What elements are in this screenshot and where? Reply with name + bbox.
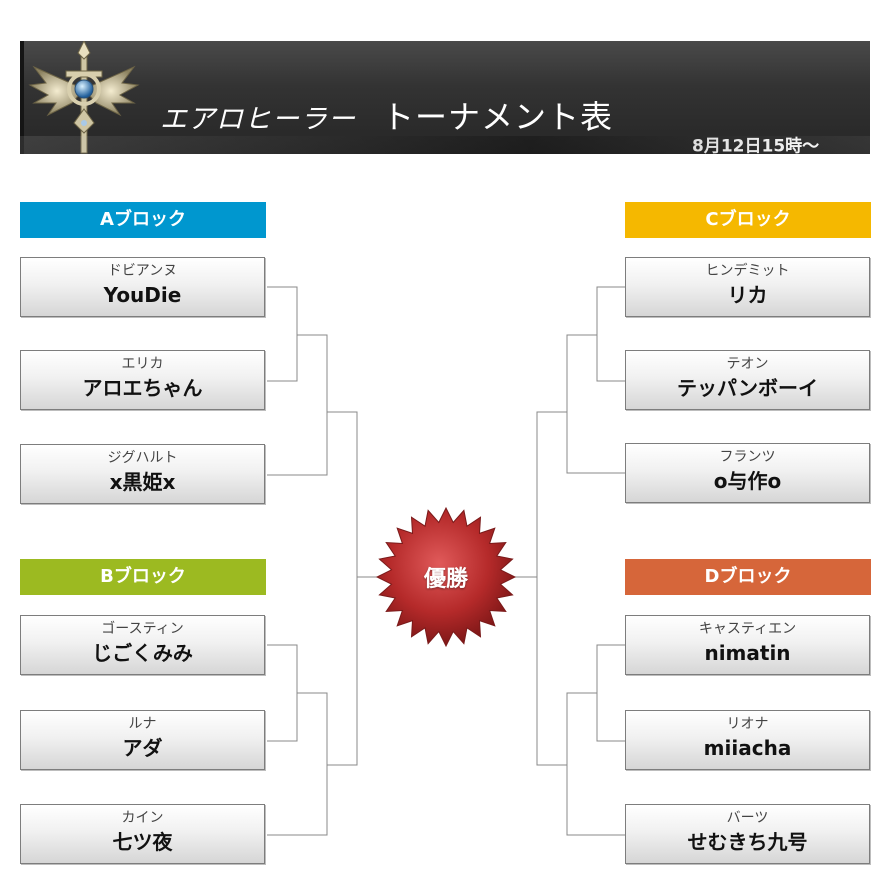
player-name: 七ツ夜: [112, 830, 173, 854]
champion-badge: [375, 506, 517, 648]
block-d-header: Dブロック: [625, 559, 871, 595]
player-card: テオン テッパンボーイ: [625, 350, 870, 410]
block-b-header: Bブロック: [20, 559, 266, 595]
player-card: リオナ miiacha: [625, 710, 870, 770]
character-name: ジグハルト: [107, 450, 178, 466]
character-name: カイン: [121, 810, 164, 826]
player-card: ルナ アダ: [20, 710, 265, 770]
character-name: ルナ: [128, 716, 157, 732]
player-name: x黒姫x: [109, 470, 176, 494]
player-name: miiacha: [703, 736, 792, 760]
player-name: アダ: [122, 736, 163, 760]
character-name: ヒンデミット: [705, 263, 790, 279]
banner-edge: [20, 41, 24, 154]
player-card: キャスティエン nimatin: [625, 615, 870, 675]
player-card: フランツ o与作o: [625, 443, 870, 503]
player-name: じごくみみ: [92, 641, 193, 665]
character-name: エリカ: [121, 356, 164, 372]
player-name: nimatin: [704, 641, 791, 665]
title-job-name: エアロヒーラー: [160, 104, 356, 135]
player-name: テッパンボーイ: [677, 376, 818, 400]
player-card: ジグハルト x黒姫x: [20, 444, 265, 504]
title-main: トーナメント表: [382, 98, 614, 136]
player-name: せむきち九号: [687, 830, 808, 854]
page-title: エアロヒーラートーナメント表: [160, 92, 613, 138]
player-card: ゴースティン じごくみみ: [20, 615, 265, 675]
header-banner: エアロヒーラートーナメント表 8月12日15時～: [20, 41, 870, 154]
character-name: ドビアンヌ: [107, 263, 178, 279]
player-card: バーツ せむきち九号: [625, 804, 870, 864]
player-name: リカ: [727, 283, 768, 307]
character-name: リオナ: [726, 716, 769, 732]
player-name: o与作o: [713, 469, 782, 493]
character-name: ゴースティン: [101, 621, 184, 637]
player-card: カイン 七ツ夜: [20, 804, 265, 864]
player-card: エリカ アロエちゃん: [20, 350, 265, 410]
character-name: キャスティエン: [698, 621, 797, 637]
player-card: ヒンデミット リカ: [625, 257, 870, 317]
player-card: ドビアンヌ YouDie: [20, 257, 265, 317]
character-name: バーツ: [726, 810, 769, 826]
block-c-header: Cブロック: [625, 202, 871, 238]
character-name: テオン: [726, 356, 769, 372]
block-a-header: Aブロック: [20, 202, 266, 238]
champion-label: 優勝: [423, 567, 469, 592]
character-name: フランツ: [719, 449, 776, 465]
player-name: YouDie: [103, 283, 182, 307]
player-name: アロエちゃん: [82, 376, 203, 400]
